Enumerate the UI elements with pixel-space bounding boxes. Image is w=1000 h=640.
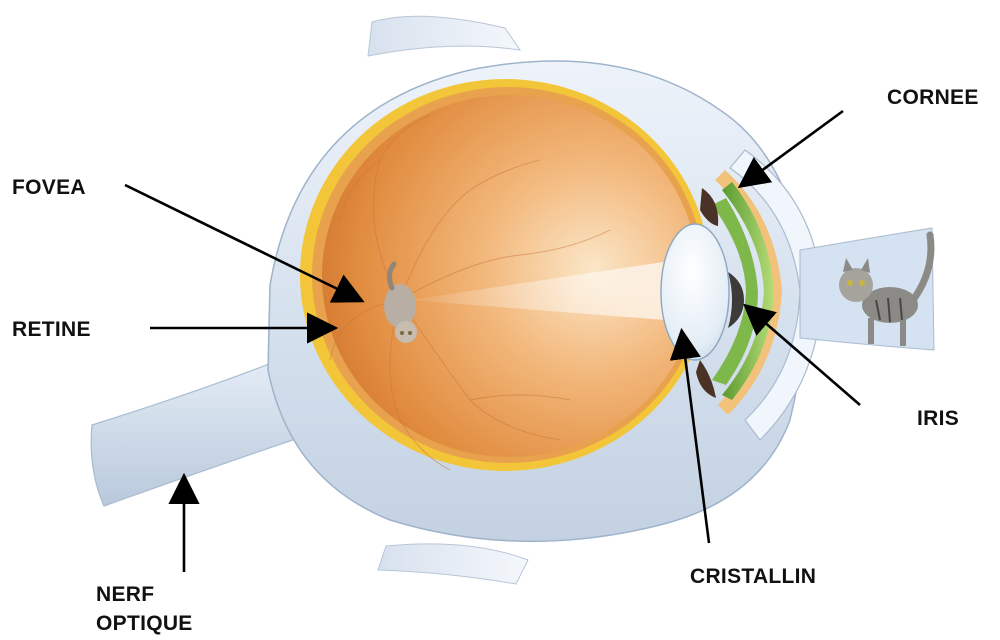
label-retine: RETINE [12,318,91,342]
label-iris: IRIS [917,407,959,431]
label-cristallin: CRISTALLIN [690,565,816,589]
label-nerf-line2: OPTIQUE [96,609,193,638]
arrow-cornee [742,111,843,185]
label-cornee: CORNEE [887,86,979,110]
label-nerf-line1: NERF [96,580,193,609]
arrow-iris [747,307,860,405]
arrow-cristallin [682,333,709,543]
label-fovea: FOVEA [12,176,86,200]
arrow-fovea [125,185,360,300]
label-nerf-optique: NERF OPTIQUE [96,580,193,638]
